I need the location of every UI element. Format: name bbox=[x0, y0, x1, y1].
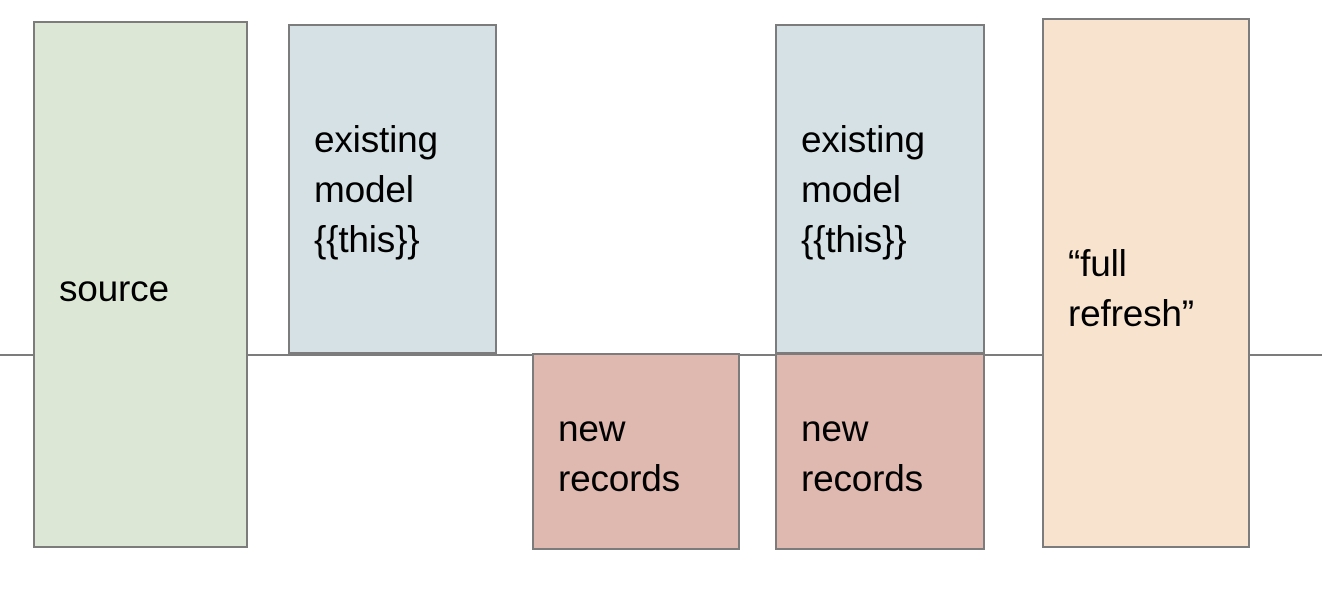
node-new-records-left-label: new records bbox=[558, 408, 680, 499]
node-source[interactable]: source bbox=[33, 21, 248, 548]
node-existing-model-right-label: existing model {{this}} bbox=[801, 119, 925, 260]
node-full-refresh-label: “full refresh” bbox=[1068, 243, 1194, 334]
node-full-refresh[interactable]: “full refresh” bbox=[1042, 18, 1250, 548]
node-existing-model-left-label: existing model {{this}} bbox=[314, 119, 438, 260]
node-new-records-right[interactable]: new records bbox=[775, 353, 985, 550]
node-existing-model-left[interactable]: existing model {{this}} bbox=[288, 24, 497, 354]
node-new-records-left[interactable]: new records bbox=[532, 353, 740, 550]
node-source-label: source bbox=[59, 268, 169, 309]
node-new-records-right-label: new records bbox=[801, 408, 923, 499]
node-existing-model-right[interactable]: existing model {{this}} bbox=[775, 24, 985, 354]
